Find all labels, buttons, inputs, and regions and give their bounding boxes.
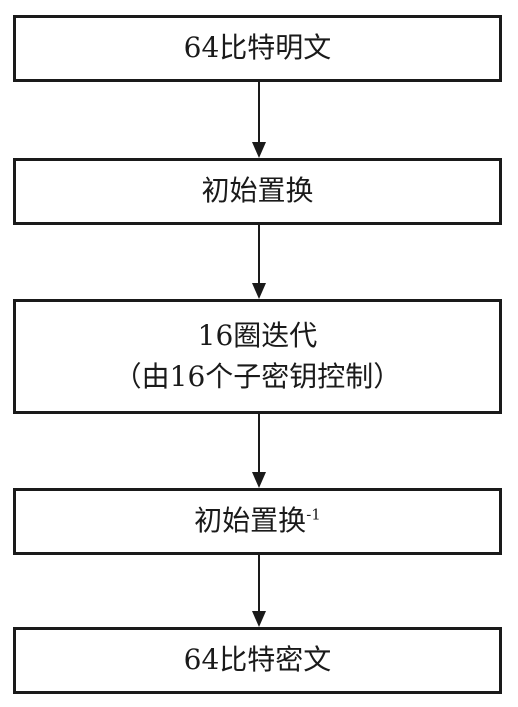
step-16-rounds-subkey-note: （由16个子密钥控制） xyxy=(113,359,402,393)
step-16-rounds-label: 16圈迭代 xyxy=(197,318,318,352)
step-16-rounds-box: 16圈迭代 （由16个子密钥控制） xyxy=(13,299,502,414)
step-inverse-permutation-box: 初始置换-1 xyxy=(13,488,502,555)
step-ciphertext-box: 64比特密文 xyxy=(13,627,502,694)
step-plaintext-label: 64比特明文 xyxy=(183,31,332,65)
inverse-superscript: -1 xyxy=(306,505,321,524)
step-ciphertext-label: 64比特密文 xyxy=(183,643,332,677)
step-initial-permutation-label: 初始置换 xyxy=(201,174,314,208)
arrow-2 xyxy=(252,225,266,299)
step-initial-permutation-box: 初始置换 xyxy=(13,158,502,225)
step-inverse-permutation-text: 初始置换-1 xyxy=(194,501,321,542)
step-plaintext-box: 64比特明文 xyxy=(13,15,502,82)
arrow-4 xyxy=(252,555,266,627)
arrow-1 xyxy=(252,82,266,158)
arrow-3 xyxy=(252,414,266,488)
step-inverse-permutation-label: 初始置换 xyxy=(194,504,307,538)
